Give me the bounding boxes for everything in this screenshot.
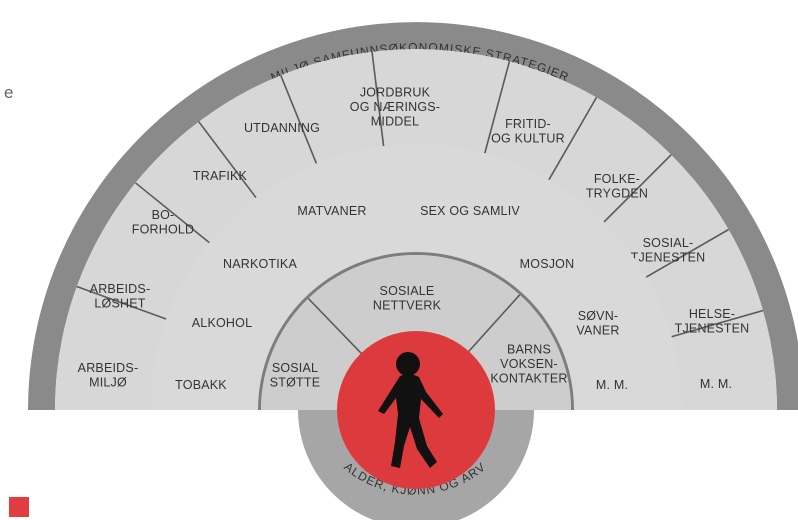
- middle-item-tobakk-line: TOBAKK: [175, 378, 227, 392]
- outer-cell-labels: ARBEIDS-MILJØARBEIDS-LØSHETBO-FORHOLDTRA…: [78, 86, 750, 392]
- middle-item-tobakk: TOBAKK: [175, 378, 227, 392]
- outer-cells-ring: [55, 49, 777, 410]
- inner-item-sosial-stotte-line: STØTTE: [270, 375, 321, 389]
- left-edge-glyph: e: [4, 83, 13, 102]
- outer-cell-fritid: FRITID-OG KULTUR: [491, 117, 565, 146]
- outer-cell-arbeidsloshet: ARBEIDS-LØSHET: [90, 282, 151, 311]
- outer-cell-boforhold: BO-FORHOLD: [132, 208, 195, 237]
- outer-cell-arbeidsloshet-line: ARBEIDS-: [90, 282, 151, 296]
- outer-cell-fritid-line: FRITID-: [505, 117, 551, 131]
- outer-cell-trafikk: TRAFIKK: [193, 169, 248, 183]
- middle-item-mm-middle: M. M.: [596, 378, 628, 392]
- inner-item-barns-voksenkontakter-line: KONTAKTER: [490, 372, 567, 386]
- outer-cell-mm-outer: M. M.: [700, 377, 732, 391]
- inner-item-sosial-stotte-line: SOSIAL: [272, 361, 318, 375]
- middle-band: [150, 144, 682, 410]
- outer-cell-folketrygden-line: TRYGDEN: [586, 186, 648, 200]
- middle-item-mosjon-line: MOSJON: [520, 257, 575, 271]
- inner-band-separators: [307, 294, 521, 358]
- outer-cell-jordbruk-line: OG NÆRINGS-: [350, 100, 440, 114]
- middle-item-sovnvaner-line: SØVN-: [578, 309, 619, 323]
- inner-band-separator: [464, 294, 521, 356]
- outer-cells-band: [55, 49, 777, 410]
- outer-cell-fritid-line: OG KULTUR: [491, 131, 565, 145]
- outer-cell-helsetjenesten-line: TJENESTEN: [675, 321, 750, 335]
- middle-item-narkotika: NARKOTIKA: [223, 257, 297, 271]
- outer-cell-sosialtjenesten-line: SOSIAL-: [643, 236, 694, 250]
- middle-band-labels: TOBAKK ALKOHOL NARKOTIKA MATVANER SEX OG SAM…: [175, 204, 628, 392]
- middle-item-mosjon: MOSJON: [520, 257, 575, 271]
- outer-cell-jordbruk-line: JORDBRUK: [360, 86, 431, 100]
- outer-cell-folketrygden: FOLKE-TRYGDEN: [586, 172, 648, 201]
- inner-item-barns-voksenkontakter-line: VOKSEN-: [500, 357, 558, 371]
- middle-item-sex-og-samliv: SEX OG SAMLIV: [420, 204, 520, 218]
- accent-square: [9, 497, 29, 517]
- middle-item-mm-middle-line: M. M.: [596, 378, 628, 392]
- outer-cell-arbeidsmiljo: ARBEIDS-MILJØ: [78, 361, 139, 390]
- middle-item-alkohol: ALKOHOL: [192, 316, 252, 330]
- middle-item-sovnvaner: SØVN-VANER: [576, 309, 619, 338]
- outer-cell-arbeidsmiljo-line: MILJØ: [89, 375, 127, 389]
- outer-cell-arbeidsmiljo-line: ARBEIDS-: [78, 361, 139, 375]
- outer-cell-utdanning: UTDANNING: [244, 121, 320, 135]
- outer-cell-mm-outer-line: M. M.: [700, 377, 732, 391]
- child-head: [396, 352, 420, 376]
- outer-cell-boforhold-line: FORHOLD: [132, 222, 195, 236]
- outer-cell-helsetjenesten: HELSE-TJENESTEN: [675, 307, 750, 336]
- middle-ring: [150, 144, 682, 410]
- core-circle: [337, 331, 495, 489]
- outer-cell-jordbruk-line: MIDDEL: [371, 115, 419, 129]
- walking-child-icon: [378, 352, 443, 468]
- outer-cell-helsetjenesten-line: HELSE-: [689, 307, 735, 321]
- child-body: [378, 374, 443, 468]
- inner-band-separator: [307, 297, 366, 358]
- inner-item-barns-voksenkontakter-line: BARNS: [507, 343, 551, 357]
- outer-cell-boforhold-line: BO-: [152, 208, 175, 222]
- middle-item-narkotika-line: NARKOTIKA: [223, 257, 297, 271]
- middle-item-matvaner: MATVANER: [297, 204, 366, 218]
- outer-cell-trafikk-line: TRAFIKK: [193, 169, 248, 183]
- outer-cell-sosialtjenesten: SOSIAL-TJENESTEN: [631, 236, 706, 265]
- outer-cell-sosialtjenesten-line: TJENESTEN: [631, 250, 706, 264]
- middle-item-matvaner-line: MATVANER: [297, 204, 366, 218]
- middle-item-sex-og-samliv-line: SEX OG SAMLIV: [420, 204, 520, 218]
- middle-item-sovnvaner-line: VANER: [576, 323, 619, 337]
- outer-cell-utdanning-line: UTDANNING: [244, 121, 320, 135]
- outer-cell-folketrygden-line: FOLKE-: [594, 172, 640, 186]
- inner-item-sosiale-nettverk-line: NETTVERK: [373, 298, 442, 312]
- inner-item-sosiale-nettverk-line: SOSIALE: [380, 284, 435, 298]
- middle-item-alkohol-line: ALKOHOL: [192, 316, 252, 330]
- outer-cell-arbeidsloshet-line: LØSHET: [94, 296, 145, 310]
